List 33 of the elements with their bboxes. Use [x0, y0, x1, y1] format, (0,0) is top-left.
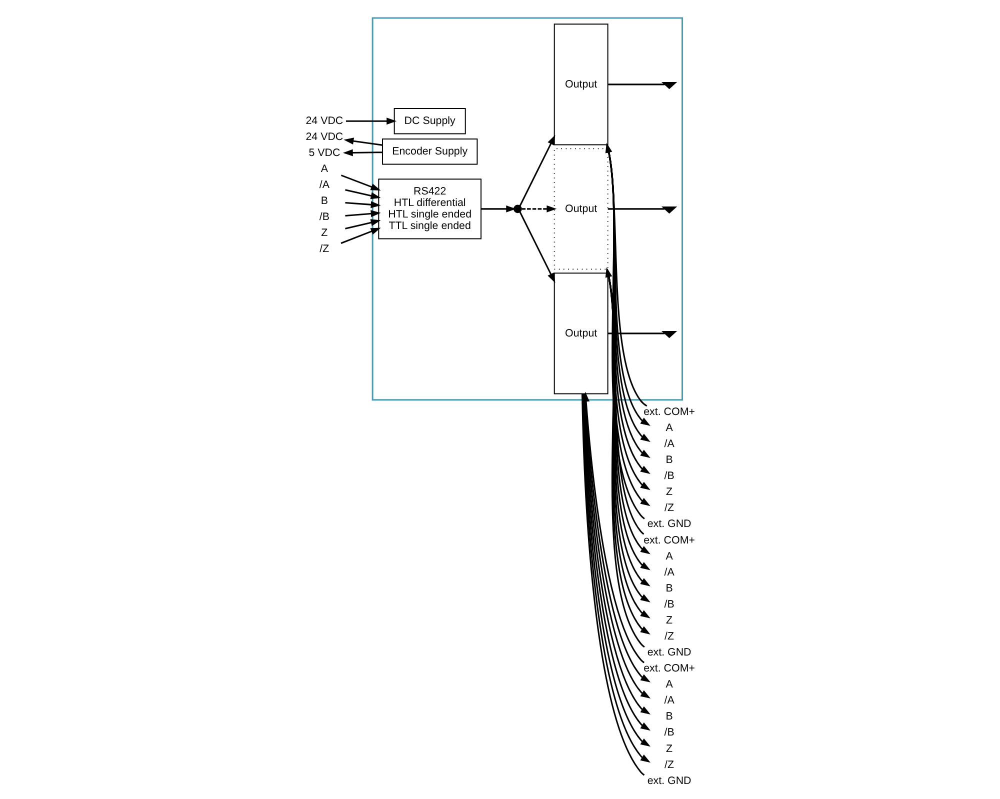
node-text: /Z [664, 758, 674, 771]
node-text: Z [666, 486, 672, 498]
node-text: /A [664, 694, 674, 707]
node-text: /Z [664, 502, 674, 514]
node-text: Z [320, 227, 328, 240]
node-text: /Z [319, 243, 329, 256]
node-text: /B [664, 726, 674, 739]
node-text: ext. GND [646, 518, 691, 530]
node-text: Z [666, 614, 672, 626]
node-text: B [320, 195, 328, 208]
node-text: ext. GND [646, 646, 691, 659]
node-text: ext. COM+ [643, 534, 694, 546]
node-text: B [665, 710, 672, 723]
node-text: /B [664, 598, 674, 610]
node-text: A [665, 550, 672, 562]
node-text: /Z [664, 630, 674, 642]
node-text: B [665, 582, 672, 594]
node-text: A [665, 678, 672, 691]
node-text: /B [318, 211, 329, 224]
node-text: B [665, 454, 672, 466]
node-text: A [665, 422, 672, 434]
node-text: A [320, 163, 328, 176]
node-text: 24 VDC [305, 130, 343, 143]
node-text: ext. COM+ [643, 406, 694, 418]
node-text: ext. GND [646, 774, 691, 787]
node-text: /A [664, 438, 674, 450]
node-text: Z [666, 742, 672, 755]
node-text: ext. COM+ [643, 662, 694, 675]
node-text: 24 VDC [305, 114, 343, 127]
node-text: /B [664, 470, 674, 482]
node-text: /A [664, 566, 674, 578]
node-text: /A [318, 179, 329, 192]
node-text: 5 VDC [308, 146, 340, 159]
